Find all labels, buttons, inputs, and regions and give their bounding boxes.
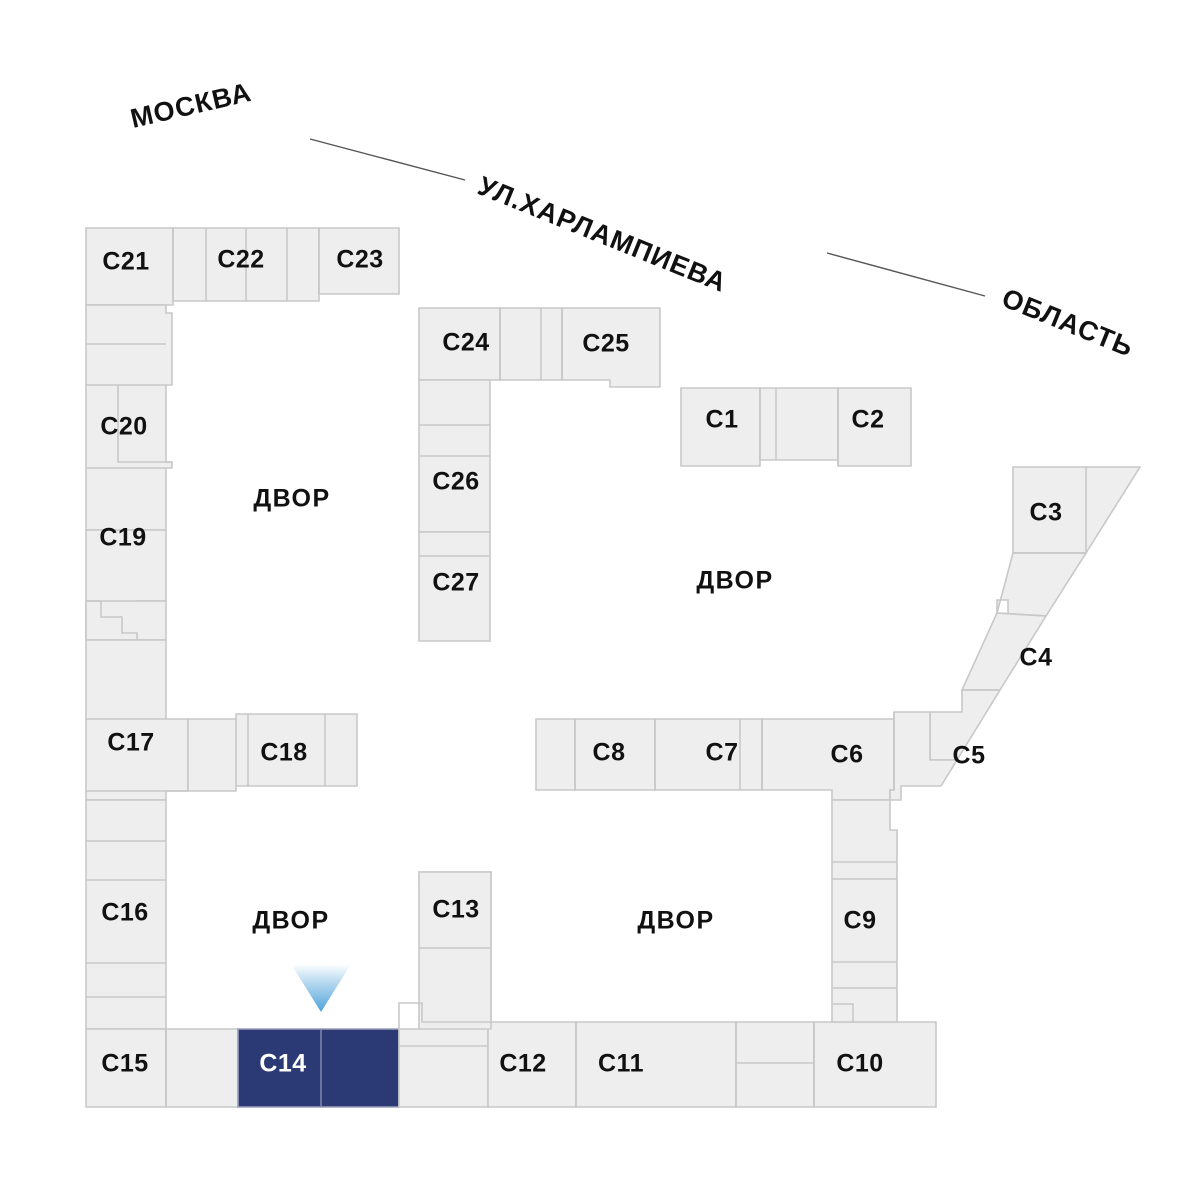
block-C13: [398, 871, 492, 1030]
building-label-C14[interactable]: C14: [259, 1050, 306, 1078]
building-label-C7[interactable]: C7: [706, 739, 739, 767]
building-C1-mass[interactable]: [680, 387, 761, 467]
building-C10-west-annex-mass[interactable]: [735, 1021, 815, 1108]
road-label-oblast: ОБЛАСТЬ: [998, 283, 1138, 363]
building-label-C11[interactable]: C11: [598, 1050, 644, 1078]
building-C24-annex-mass[interactable]: [499, 307, 563, 381]
selected-building-marker: [291, 964, 351, 1012]
yard-label-northwest: ДВОР: [253, 485, 330, 513]
block-bottom-row: [85, 1021, 937, 1108]
building-label-C10[interactable]: C10: [836, 1050, 883, 1078]
building-C12-west-annex-mass[interactable]: [398, 1021, 489, 1108]
divider-c9-notch: [832, 1003, 854, 1022]
building-label-C12[interactable]: C12: [499, 1050, 546, 1078]
building-label-C8[interactable]: C8: [593, 739, 626, 767]
building-westwing-lower-mass[interactable]: [85, 639, 189, 801]
block-C1-C2: [680, 387, 912, 467]
building-label-C23[interactable]: C23: [336, 246, 383, 274]
building-label-C9[interactable]: C9: [844, 907, 877, 935]
building-C3-lower-mass[interactable]: [996, 552, 1088, 617]
block-northwest: [85, 227, 400, 801]
building-label-C21[interactable]: C21: [102, 248, 149, 276]
block-C18: [187, 713, 358, 792]
road-segment-west: [309, 138, 466, 181]
yard-label-northeast: ДВОР: [696, 567, 773, 595]
building-C9-upper-mass[interactable]: [831, 799, 898, 1023]
building-label-C1[interactable]: C1: [706, 406, 739, 434]
yard-label-southwest: ДВОР: [252, 907, 329, 935]
building-C15-annex-mass[interactable]: [165, 1028, 239, 1108]
building-label-C27[interactable]: C27: [432, 569, 479, 597]
building-C6-mass[interactable]: [761, 718, 895, 801]
building-C8-west-annex-mass[interactable]: [535, 718, 576, 791]
block-central-north: [418, 307, 661, 642]
road-label-moskva: МОСКВА: [128, 77, 255, 134]
building-label-C13[interactable]: C13: [432, 896, 479, 924]
building-C27-mass[interactable]: [418, 531, 491, 642]
block-C9: [831, 799, 898, 1023]
yard-label-southeast: ДВОР: [637, 907, 714, 935]
road-segment-east: [826, 252, 986, 297]
building-label-C25[interactable]: C25: [582, 330, 629, 358]
building-label-C22[interactable]: C22: [217, 246, 264, 274]
divider-c3-inner: [1013, 467, 1087, 554]
building-label-C19[interactable]: C19: [99, 524, 146, 552]
building-C19-step-mass[interactable]: [85, 600, 167, 641]
block-middle-row: [535, 711, 959, 801]
building-label-C2[interactable]: C2: [852, 406, 885, 434]
building-C5-mass[interactable]: [889, 711, 959, 801]
building-label-C18[interactable]: C18: [260, 739, 307, 767]
building-C1-annex-mass[interactable]: [759, 387, 839, 461]
building-label-C24[interactable]: C24: [442, 329, 489, 357]
block-east-angled: [929, 466, 1142, 761]
building-C21-mass[interactable]: [85, 227, 174, 306]
building-label-C5[interactable]: C5: [953, 742, 986, 770]
building-label-C16[interactable]: C16: [101, 899, 148, 927]
divider-c20-notch: [117, 385, 172, 463]
building-label-C26[interactable]: C26: [432, 468, 479, 496]
building-label-C4[interactable]: C4: [1020, 644, 1053, 672]
building-label-C3[interactable]: C3: [1030, 499, 1063, 527]
building-label-C15[interactable]: C15: [101, 1050, 148, 1078]
building-label-C20[interactable]: C20: [100, 413, 147, 441]
divider-c4-top: [996, 612, 1047, 617]
divider-c19-step: [86, 600, 138, 640]
building-label-C6[interactable]: C6: [831, 741, 864, 769]
building-label-C17[interactable]: C17: [107, 729, 154, 757]
building-C13-lower-mass[interactable]: [418, 871, 492, 1023]
building-C18-mass[interactable]: [187, 713, 358, 792]
road-label-ul-harlampieva: УЛ.ХАРЛАМПИЕВА: [474, 171, 731, 298]
